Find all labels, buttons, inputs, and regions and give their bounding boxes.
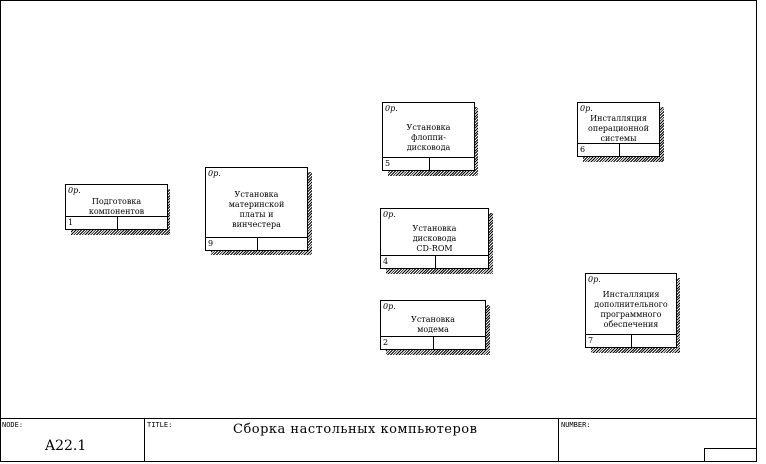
activity-box-4[interactable]: 0р. Установка дисковода CD-ROM 4 (380, 208, 489, 269)
footer-divider (257, 238, 258, 250)
activity-box-1[interactable]: 0р. Подготовка компонентов 1 (65, 184, 168, 230)
footer-divider (631, 335, 632, 347)
title-label: TITLE: (147, 421, 173, 429)
box-label: Установка дисковода CD-ROM (412, 224, 457, 253)
box-cost: 0р. (383, 210, 396, 219)
activity-box-9[interactable]: 0р. Установка материнской платы и винчес… (205, 167, 308, 251)
footer-divider (117, 217, 118, 229)
activity-box-5[interactable]: 0р. Установка флоппи- дисковода 5 (382, 102, 475, 171)
box-cost: 0р. (68, 186, 81, 195)
box-footer: 2 (381, 336, 485, 349)
box-number: 1 (68, 218, 74, 227)
box-number: 4 (383, 257, 389, 266)
box-footer: 4 (381, 255, 488, 268)
box-label: Подготовка компонентов (88, 197, 145, 216)
box-number: 6 (580, 145, 586, 154)
box-cost: 0р. (588, 275, 601, 284)
activity-box-6[interactable]: 0р. Инсталляция операционной системы 6 (577, 102, 660, 157)
node-cell: NODE: A22.1 (0, 419, 145, 462)
box-number: 5 (385, 159, 391, 168)
number-cell: NUMBER: (559, 419, 757, 462)
box-label: Установка флоппи- дисковода (406, 123, 451, 152)
diagram-title: Сборка настольных компьютеров (233, 422, 478, 437)
box-cost: 0р. (385, 104, 398, 113)
activity-box-2[interactable]: 0р. Установка модема 2 (380, 300, 486, 350)
box-label: Инсталляция дополнительного программного… (594, 290, 668, 329)
box-label: Инсталляция операционной системы (588, 114, 649, 143)
node-label: NODE: (2, 421, 24, 429)
footer-divider (433, 337, 434, 349)
footer-divider (435, 256, 436, 268)
box-label: Установка модема (411, 315, 455, 334)
number-label: NUMBER: (561, 421, 591, 429)
box-cost: 0р. (580, 104, 593, 113)
box-number: 2 (383, 338, 389, 347)
box-number: 9 (208, 239, 214, 248)
title-block: NODE: A22.1 TITLE: Сборка настольных ком… (0, 418, 757, 462)
activity-box-7[interactable]: 0р. Инсталляция дополнительного программ… (585, 273, 677, 348)
box-footer: 7 (586, 334, 676, 347)
footer-divider (429, 158, 430, 170)
box-number: 7 (588, 336, 594, 345)
box-footer: 1 (66, 216, 167, 229)
number-box (704, 448, 756, 462)
box-footer: 6 (578, 143, 659, 156)
footer-divider (619, 144, 620, 156)
box-cost: 0р. (208, 169, 221, 178)
title-cell: TITLE: Сборка настольных компьютеров (145, 419, 559, 462)
box-label: Установка материнской платы и винчестера (228, 190, 285, 229)
box-cost: 0р. (383, 302, 396, 311)
node-value: A22.1 (45, 438, 87, 454)
box-footer: 9 (206, 237, 307, 250)
box-footer: 5 (383, 157, 474, 170)
